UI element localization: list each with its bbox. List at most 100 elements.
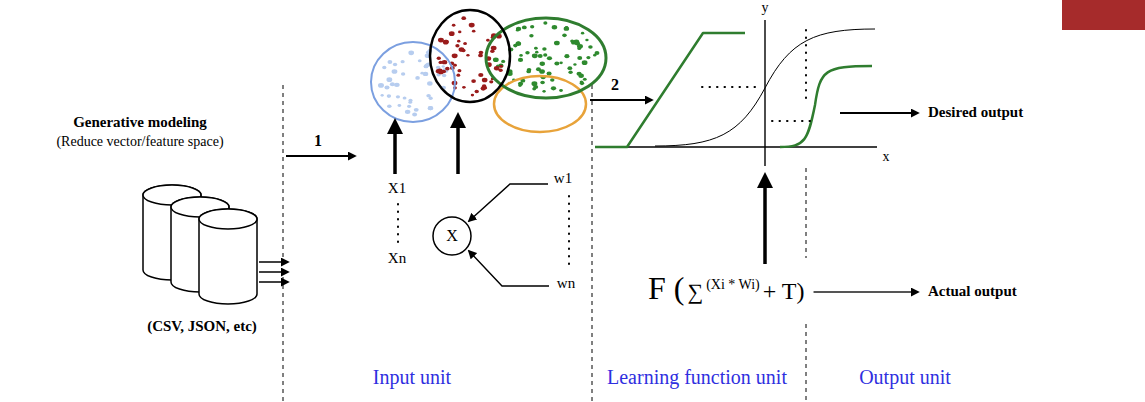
ellipsis-dots: [568, 196, 570, 268]
cluster-point: [378, 83, 384, 88]
section-divider: [592, 85, 593, 402]
input-arrow: [393, 126, 397, 174]
cluster-point: [570, 39, 574, 42]
cluster-point: [462, 86, 466, 89]
section-divider: [806, 324, 807, 402]
cluster-point: [501, 60, 505, 63]
cluster-point: [438, 70, 444, 75]
callout-number: 2: [611, 76, 619, 94]
cluster-point: [463, 42, 467, 45]
circle-shape: [433, 217, 471, 255]
cluster-point: [513, 44, 518, 48]
cluster-point: [393, 63, 397, 66]
cluster-point: [552, 25, 557, 29]
cluster-point: [540, 62, 545, 66]
cluster-point: [494, 66, 500, 70]
cluster-point: [585, 39, 588, 42]
cluster-point: [540, 81, 545, 85]
cluster-point: [535, 51, 538, 54]
cluster-point: [407, 105, 411, 108]
formula-term: + T): [763, 278, 805, 306]
cluster-point: [445, 67, 450, 71]
weight-arrow: [469, 251, 549, 286]
cluster-point: [456, 74, 460, 77]
cluster-point: [559, 89, 563, 92]
section-divider: [806, 168, 807, 258]
cluster-point: [499, 65, 503, 68]
cluster-point: [401, 60, 405, 63]
formula-term: (Xi * Wi): [706, 277, 760, 293]
operator-circle: X: [432, 216, 472, 256]
guide-dots: [805, 30, 807, 98]
operator-symbol: X: [446, 227, 458, 245]
cluster-point: [398, 104, 402, 107]
cluster-point: [428, 106, 433, 110]
cluster-point: [525, 51, 529, 55]
input-variable: Xn: [388, 250, 406, 267]
cluster-point: [457, 69, 461, 72]
cluster-point: [518, 84, 521, 87]
cluster-point: [458, 31, 461, 34]
cluster-point: [382, 66, 386, 69]
cluster-point: [401, 72, 405, 75]
formula: F (∑(Xi * Wi)+ T): [648, 270, 808, 307]
section-divider: [283, 85, 284, 402]
cluster-point: [582, 60, 588, 65]
cluster-point: [466, 54, 469, 57]
cluster-point: [384, 85, 389, 89]
weight-variable: w1: [554, 170, 572, 187]
measured-arrows: [814, 292, 918, 293]
cluster-point: [578, 73, 584, 77]
corner-tab: [1062, 0, 1145, 30]
cluster-point: [387, 104, 392, 108]
feed-arrow: [259, 271, 288, 273]
cluster-point: [471, 79, 476, 83]
cluster-point: [518, 58, 523, 62]
cluster-point: [461, 16, 466, 20]
cluster-point: [408, 51, 414, 56]
cluster-point: [516, 27, 521, 31]
source-label: (CSV, JSON, etc): [147, 318, 257, 335]
cluster-point: [469, 23, 475, 28]
cluster-point: [547, 72, 552, 76]
x-axis: [600, 146, 877, 147]
y-axis: [764, 20, 765, 166]
cluster-point: [551, 86, 556, 90]
cluster-point: [442, 74, 446, 78]
cluster-point: [531, 81, 537, 86]
cluster-point: [427, 81, 433, 85]
cluster-point: [414, 108, 419, 112]
cluster-point: [394, 83, 400, 87]
feed-arrow: [259, 281, 288, 283]
annotation-note: (Reduce vector/feature space): [56, 134, 223, 150]
cluster-point: [455, 44, 459, 47]
axis-label: y: [762, 0, 769, 16]
cluster-point: [405, 110, 410, 114]
output-label: Actual output: [928, 283, 1017, 300]
cluster-point: [542, 47, 546, 51]
cluster-point: [387, 60, 392, 64]
cluster-point: [408, 101, 412, 104]
cluster-point: [529, 34, 533, 38]
cluster-point: [565, 26, 569, 29]
activation-curve: [595, 33, 745, 147]
cluster-point: [429, 97, 433, 100]
cluster-point: [449, 31, 455, 36]
data-feed-arrows: [259, 262, 288, 282]
cluster-point: [486, 39, 490, 42]
weight-arrow: [469, 184, 548, 221]
cluster-point: [536, 67, 541, 71]
cluster-point: [452, 24, 456, 27]
output-label: Desired output: [928, 104, 1023, 121]
cluster-point: [516, 41, 520, 44]
guide-dots: [702, 86, 760, 88]
cluster-point: [559, 61, 562, 64]
cluster-point: [543, 53, 547, 56]
cluster-point: [442, 65, 445, 68]
input-variable: X1: [388, 180, 406, 197]
cluster-point: [491, 46, 497, 51]
cluster-point: [443, 40, 449, 45]
axis-label: x: [883, 149, 890, 165]
